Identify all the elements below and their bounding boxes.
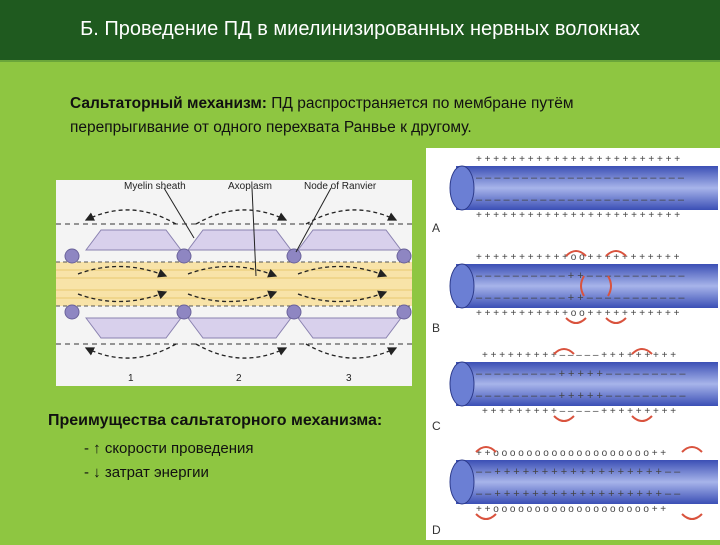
myelin-sheath-label: Myelin sheath <box>124 181 186 192</box>
advantage-item-energy: - ↓ затрат энергии <box>84 464 209 481</box>
svg-text:+ + + + + + + + + – – – – – +: + + + + + + + + + – – – – – + + + + + + … <box>482 350 676 361</box>
svg-text:+ + + + + + + + + + + + + + +: + + + + + + + + + + + + + + + + + + + + … <box>476 210 680 221</box>
svg-text:+ + o o o o o o o o o o o o o: + + o o o o o o o o o o o o o o o o o o … <box>476 504 666 515</box>
intro-line1-rest: ПД распространяется по мембране путём <box>266 95 574 112</box>
intro-term: Сальтаторный механизм: <box>70 95 267 112</box>
svg-text:+ + + + + + + + + + + o o + +: + + + + + + + + + + + o o + + + + + + + … <box>476 308 680 319</box>
myelinated-axon-figure: Myelin sheath Axoplasm Node of Ranvier 1… <box>56 180 412 386</box>
node-number-2: 2 <box>236 373 242 384</box>
slide-header: Б. Проведение ПД в миелинизированных нер… <box>0 0 720 62</box>
svg-text:– – – – – – – – – – – – – – –: – – – – – – – – – – – – – – – – – – – – … <box>476 194 685 206</box>
panel-b: + + + + + + + + + + + o o + + + + + + + … <box>449 250 718 324</box>
svg-text:– – – – – – – – – – + + – – –: – – – – – – – – – – + + – – – – – – – – … <box>476 292 685 304</box>
advantages-title: Преимущества сальтаторного механизма: <box>48 412 383 429</box>
current-loops <box>77 209 398 359</box>
svg-text:+ + + + + + + + + + + o o + +: + + + + + + + + + + + o o + + + + + + + … <box>476 252 680 263</box>
intro-text: Сальтаторный механизм: ПД распространяет… <box>70 92 630 140</box>
svg-text:– – – – – – – – – – – – – – –: – – – – – – – – – – – – – – – – – – – – … <box>476 172 685 184</box>
panel-letter-d: D <box>432 523 441 537</box>
panel-d: + + o o o o o o o o o o o o o o o o o o … <box>449 446 718 520</box>
svg-text:– – – – – – – – – + + + + + –: – – – – – – – – – + + + + + – – – – – – … <box>476 368 686 380</box>
panel-letter-a: A <box>432 221 440 235</box>
axoplasm-label: Axoplasm <box>228 181 272 192</box>
axoplasm-band <box>56 262 412 306</box>
svg-text:– – – – – – – – – – + + – – –: – – – – – – – – – – + + – – – – – – – – … <box>476 270 685 282</box>
svg-text:+ + o o o o o o o o o o o o o: + + o o o o o o o o o o o o o o o o o o … <box>476 448 666 459</box>
svg-text:+ + + + + + + + + – – – – – +: + + + + + + + + + – – – – – + + + + + + … <box>482 406 676 417</box>
propagation-panels-diagram: + + + + + + + + + + + + + + + + + + + + … <box>432 154 718 537</box>
advantage-item-speed: - ↑ скорости проведения <box>84 440 254 457</box>
svg-text:– – + + + + + + + + + + + + +: – – + + + + + + + + + + + + + + + + + + … <box>476 488 681 500</box>
node-number-1: 1 <box>128 373 134 384</box>
myelinated-axon-diagram: Myelin sheath Axoplasm Node of Ranvier 1… <box>56 181 412 384</box>
panel-letter-b: B <box>432 321 440 335</box>
svg-text:– – – – – – – – – + + + + + –: – – – – – – – – – + + + + + – – – – – – … <box>476 390 686 402</box>
propagation-panels-figure: + + + + + + + + + + + + + + + + + + + + … <box>426 148 720 540</box>
slide-title: Б. Проведение ПД в миелинизированных нер… <box>80 18 640 40</box>
nodes-of-ranvier <box>64 248 412 320</box>
intro-line-2: перепрыгивание от одного перехвата Ранвь… <box>70 119 472 136</box>
svg-text:– – + + + + + + + + + + + + +: – – + + + + + + + + + + + + + + + + + + … <box>476 466 681 478</box>
intro-line-1: Сальтаторный механизм: ПД распространяет… <box>70 92 630 116</box>
panel-c: + + + + + + + + + – – – – – + + + + + + … <box>449 348 718 422</box>
panel-a: + + + + + + + + + + + + + + + + + + + + … <box>449 154 718 221</box>
svg-text:+ + + + + + + + + + + + + + +: + + + + + + + + + + + + + + + + + + + + … <box>476 154 680 165</box>
myelin-sheaths <box>85 229 402 339</box>
node-number-3: 3 <box>346 373 352 384</box>
panel-letter-c: C <box>432 419 441 433</box>
node-of-ranvier-label: Node of Ranvier <box>304 181 377 192</box>
